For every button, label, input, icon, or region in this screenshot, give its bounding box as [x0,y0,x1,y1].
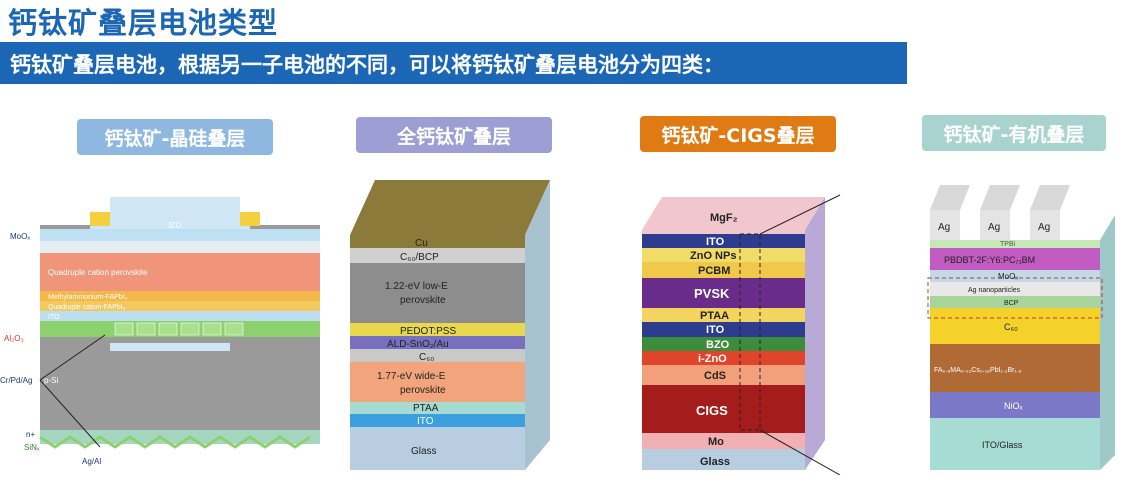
layer-mgf2: MgF₂ [710,212,738,224]
layer-ptaa: PTAA [413,403,439,414]
category-badge-cigs: 钙钛矿-CIGS叠层 [640,116,836,152]
layer-ito: ITO [48,314,60,321]
intro-text: 钙钛矿叠层电池，根据另一子电池的不同，可以将钙钛矿叠层电池分为四类： [10,53,724,77]
layer-wide-e: 1.77-eV wide-E [377,371,446,382]
cigs-diagram: MgF₂ ITO ZnO NPs PCBM PVSK PTAA ITO BZO … [642,194,841,475]
intro-banner: 钙钛矿叠层电池，根据另一子电池的不同，可以将钙钛矿叠层电池分为四类： [0,42,907,84]
layer-niox: NiOₓ [1004,401,1022,411]
layer-ag-2: Ag [988,222,1000,233]
layer-fama: FA₀.₈MA₀.₀₂Cs₀.₁₈PbI₁.₂Br₁.₈ [934,367,1022,374]
side-nplus: n+ [26,430,35,439]
layer-glass: Glass [411,446,437,457]
layer-moox: MoOₓ [998,272,1018,281]
side-sinx: SiNₓ [24,443,40,452]
layer-cu: Cu [415,238,428,249]
category-badge-all-perovskite: 全钙钛矿叠层 [356,117,552,153]
side-al2o3: Al₂O₃ [4,334,24,343]
layer-tpbi: TPBi [1000,241,1016,248]
layer-ptaa: PTAA [700,310,729,322]
layer-mo: Mo [708,436,724,448]
all-perovskite-diagram: Cu C₆₀/BCP 1.22-eV low-E perovskite PEDO… [350,180,550,470]
si-tandem-diagram: IZO Quadruple cation perovskite Methylam… [0,197,320,466]
layer-ito-glass: ITO/Glass [982,440,1023,450]
layer-ald: ALD-SnO₂/Au [387,339,449,350]
layer-bcp: BCP [1004,300,1019,307]
layer-cds: CdS [704,370,726,382]
layer-ito-mid: ITO [706,324,725,336]
layer-izo: IZO [168,221,181,230]
layer-perov1: perovskite [400,295,446,306]
layer-c60-bcp: C₆₀/BCP [400,252,439,263]
side-moox: MoOₓ [10,232,30,241]
category-badge-si: 钙钛矿-晶硅叠层 [77,119,273,155]
layer-bzo: BZO [706,339,730,351]
layer-pbdbt: PBDBT-2F:Y6:PC₇₁BM [944,255,1035,265]
layer-cigs: CIGS [696,403,728,418]
organic-diagram: Ag Ag Ag TPBi PBDBT-2F:Y6:PC₇₁BM MoOₓ Ag… [927,185,1115,470]
layer-pedot: PEDOT:PSS [400,326,456,337]
layer-ito-top: ITO [706,236,725,248]
layer-zno-nps: ZnO NPs [690,250,736,262]
layer-ag-1: Ag [938,222,950,233]
layer-c60: C₆₀ [1004,322,1018,332]
category-badge-organic: 钙钛矿-有机叠层 [922,115,1106,151]
layer-glass: Glass [700,456,730,468]
layer-c60: C₆₀ [419,352,434,363]
layer-qc-fa: Quadruple cation-FAPbI₃ [48,304,126,311]
side-crpdag: Cr/Pd/Ag [0,376,32,385]
side-agal: Ag/Al [82,457,101,466]
layer-pvsk: PVSK [694,286,730,301]
layer-quadruple: Quadruple cation perovskite [48,268,148,277]
layer-ito: ITO [417,416,434,427]
side-psi: p-Si [44,376,58,385]
page-title: 钙钛矿叠层电池类型 [8,6,279,40]
layer-ma: Methylammonium-FAPbI₃ [48,294,128,301]
layer-pcbm: PCBM [698,265,730,277]
layer-perov2: perovskite [400,385,446,396]
layer-ag-np: Ag nanoparticles [968,287,1021,294]
layer-low-e: 1.22-eV low-E [385,281,448,292]
layer-ag-3: Ag [1038,222,1050,233]
layer-izno: i-ZnO [698,353,727,365]
